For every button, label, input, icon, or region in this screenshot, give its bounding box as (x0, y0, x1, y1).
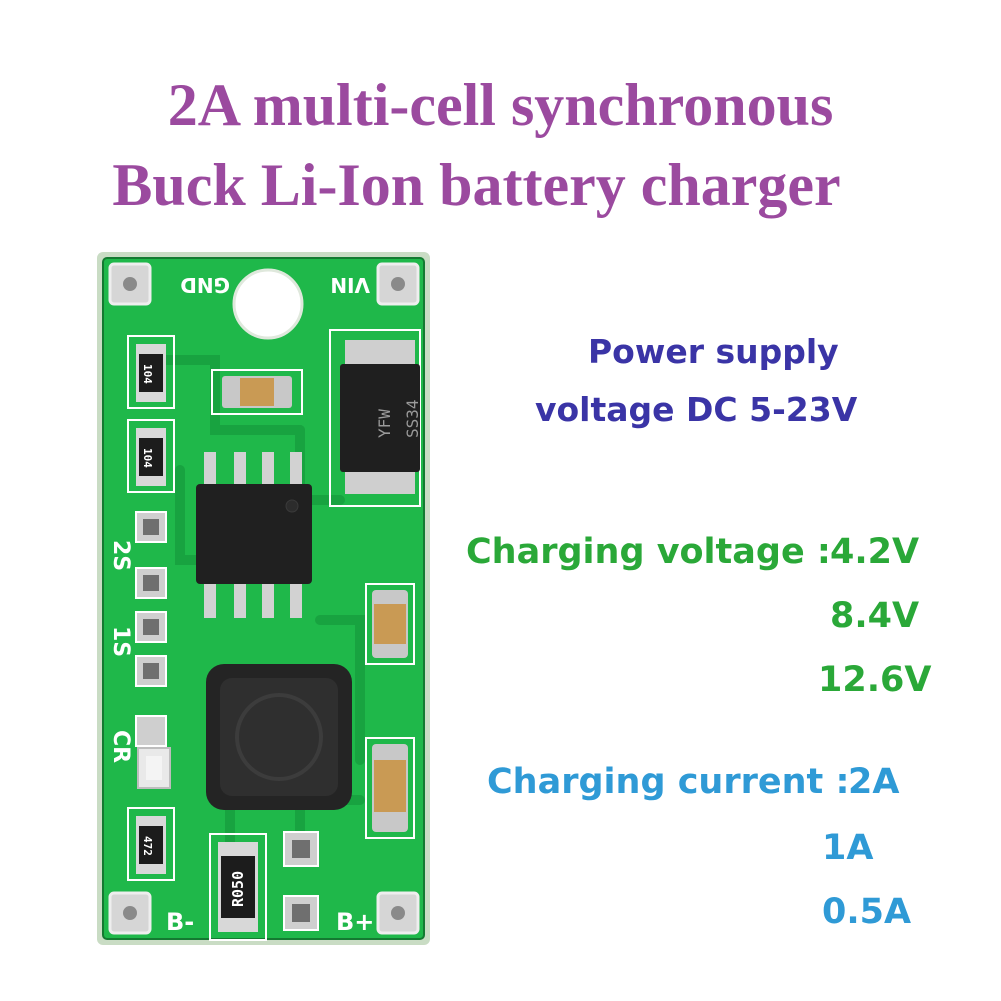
charging-current-label: Charging current : (487, 762, 850, 802)
supply-voltage-label-2: voltage DC 5-23V (535, 390, 858, 429)
product-title-line-2: Buck Li-Ion battery charger (112, 152, 841, 218)
charging-voltage-12v6: 12.6V (818, 660, 932, 700)
label-1s: 1S (108, 626, 133, 657)
charging-voltage-label: Charging voltage : (466, 532, 831, 572)
capacitor-right-1 (365, 583, 415, 665)
resistor-104-top: 104 (127, 335, 175, 409)
capacitor-right-2 (365, 737, 415, 839)
svg-text:YFW: YFW (375, 409, 394, 438)
svg-text:104: 104 (141, 364, 154, 384)
inductor (206, 664, 352, 810)
resistor-104-middle: 104 (127, 419, 175, 493)
product-title-line-1: 2A multi-cell synchronous (167, 72, 834, 138)
charger-ic (196, 452, 312, 618)
charging-current-0a5: 0.5A (822, 892, 912, 932)
label-2s: 2S (108, 540, 133, 571)
diode-ss34: YFW SS34 (329, 329, 422, 507)
gnd-label: GND (180, 273, 230, 297)
label-cr: CR (108, 730, 133, 763)
vin-label: VIN (330, 273, 370, 297)
charging-current-2a: 2A (848, 762, 900, 802)
capacitor-small (211, 369, 303, 415)
resistor-472: 472 (127, 807, 175, 881)
svg-text:472: 472 (141, 836, 154, 856)
mounting-hole (232, 268, 304, 340)
svg-text:R050: R050 (229, 871, 247, 907)
charging-voltage-8v4: 8.4V (830, 596, 920, 636)
charging-voltage-4v2: 4.2V (830, 532, 920, 572)
svg-text:SS34: SS34 (403, 399, 422, 438)
charge-led (137, 747, 171, 789)
output-pads (283, 831, 319, 931)
corner-pads (108, 262, 420, 935)
b-plus-label: B+ (336, 908, 374, 936)
svg-text:104: 104 (141, 448, 154, 468)
shunt-resistor-r050: R050 (209, 833, 267, 941)
supply-voltage-label-1: Power supply (588, 332, 839, 371)
b-minus-label: B- (166, 908, 194, 936)
charging-current-1a: 1A (822, 828, 874, 868)
